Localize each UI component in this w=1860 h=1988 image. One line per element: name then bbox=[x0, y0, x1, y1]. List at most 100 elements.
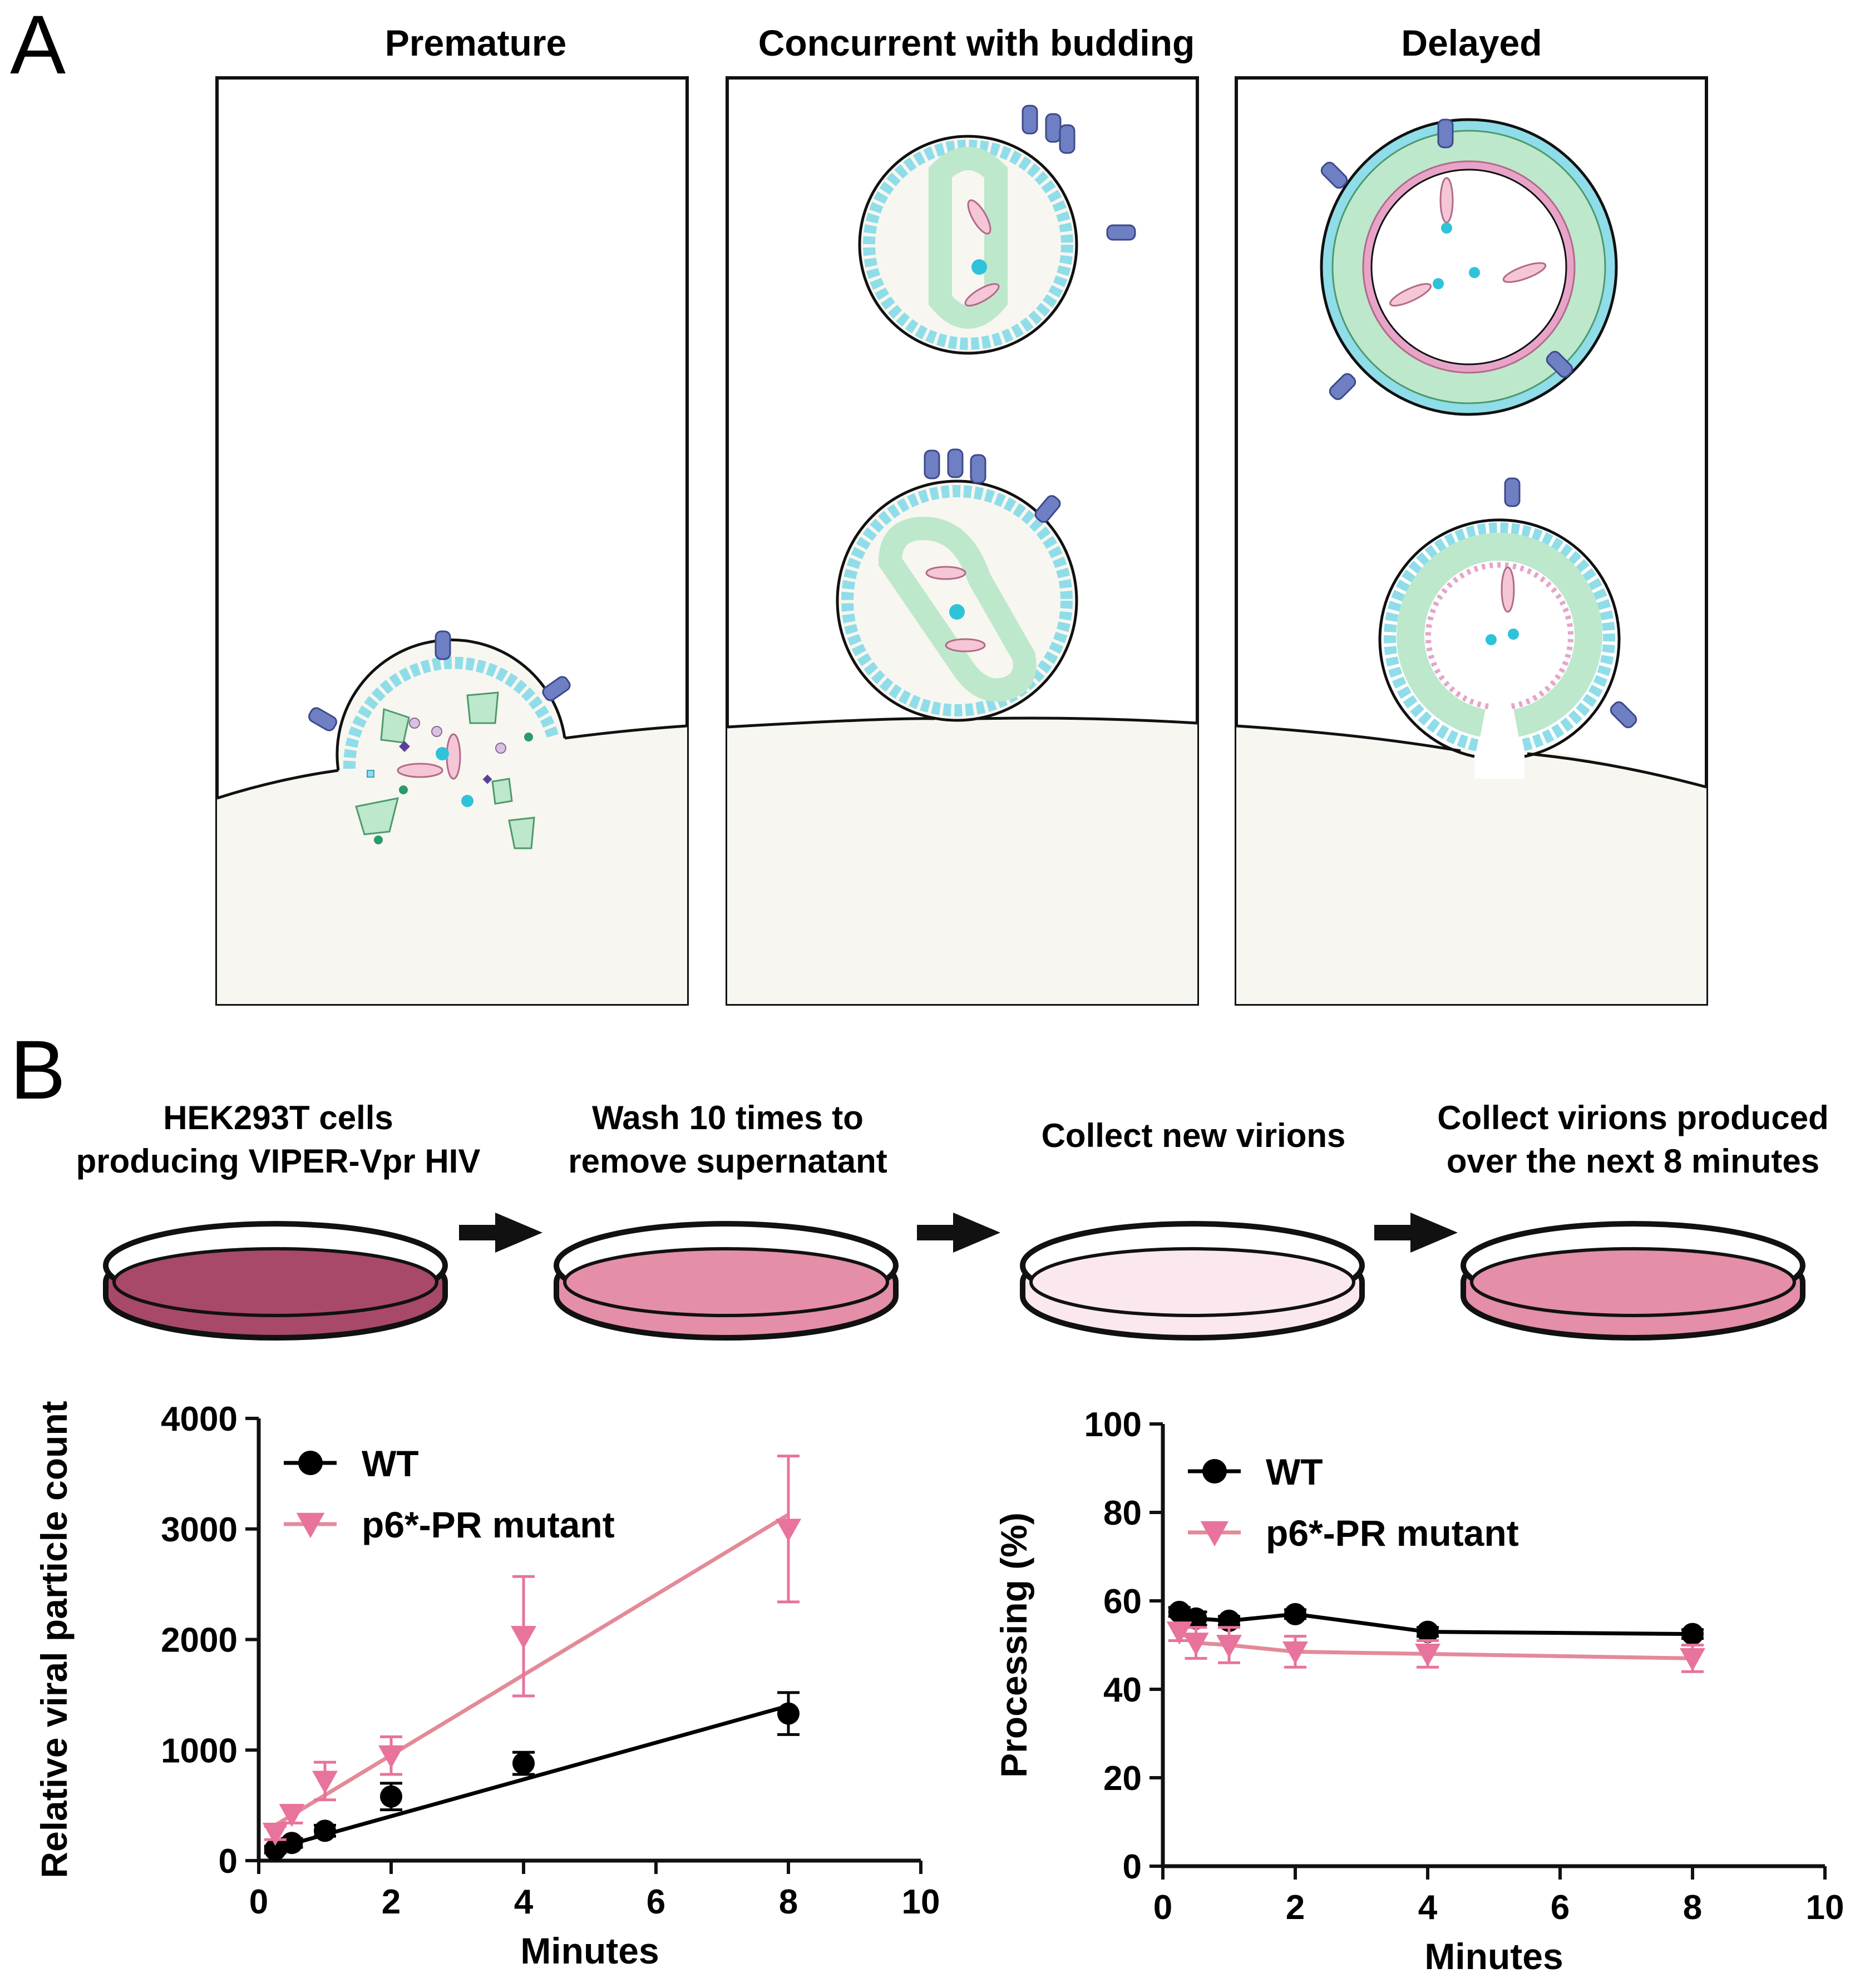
x-tick-label: 8 bbox=[779, 1883, 798, 1921]
x-axis-label: Minutes bbox=[1424, 1936, 1563, 1977]
data-point bbox=[1183, 1633, 1209, 1656]
x-tick-label: 4 bbox=[1418, 1888, 1438, 1927]
arrow-icon bbox=[917, 1213, 1000, 1253]
dish-liquid-1 bbox=[112, 1247, 438, 1317]
x-tick-label: 0 bbox=[249, 1883, 268, 1921]
step-4-line-2: over the next 8 minutes bbox=[1447, 1143, 1819, 1180]
envelope-protein-icon bbox=[1320, 118, 1637, 729]
data-point bbox=[1284, 1603, 1306, 1625]
step-1-line-1: HEK293T cells bbox=[163, 1099, 393, 1136]
data-point bbox=[312, 1771, 338, 1794]
x-tick-label: 0 bbox=[1153, 1888, 1172, 1927]
envelope-protein-icon bbox=[924, 105, 1136, 523]
dish-liquid-3 bbox=[1029, 1247, 1355, 1317]
legend-label: p6*-PR mutant bbox=[362, 1504, 615, 1545]
data-point bbox=[1417, 1620, 1439, 1643]
fit-line bbox=[274, 1704, 789, 1851]
data-point bbox=[1216, 1635, 1242, 1658]
panel-a-letter: A bbox=[10, 0, 66, 91]
data-point bbox=[1680, 1648, 1705, 1671]
gag-lattice-fragments-icon bbox=[355, 691, 535, 849]
step-2-line-2: remove supernatant bbox=[568, 1143, 887, 1180]
legend-item: p6*-PR mutant bbox=[1188, 1512, 1519, 1554]
dish-liquid-2 bbox=[563, 1247, 889, 1317]
y-tick-label: 4000 bbox=[161, 1400, 238, 1438]
x-axis-label: Minutes bbox=[520, 1930, 659, 1971]
step-2-line-1: Wash 10 times to bbox=[592, 1099, 864, 1136]
data-point bbox=[314, 1819, 336, 1842]
step-1-line-2: producing VIPER-Vpr HIV bbox=[76, 1143, 481, 1180]
series-0 bbox=[264, 1691, 800, 1861]
y-axis-label: Processing (%) bbox=[993, 1512, 1034, 1778]
data-point bbox=[279, 1804, 305, 1827]
data-point bbox=[1166, 1621, 1192, 1645]
panel-title-concurrent: Concurrent with budding bbox=[758, 22, 1195, 63]
data-point bbox=[296, 1512, 325, 1539]
x-tick-label: 6 bbox=[1551, 1888, 1570, 1927]
x-tick-label: 6 bbox=[647, 1883, 665, 1921]
data-point bbox=[280, 1832, 303, 1855]
step-4-line-1: Collect virions produced bbox=[1437, 1099, 1828, 1136]
y-tick-label: 2000 bbox=[161, 1621, 238, 1660]
y-tick-label: 0 bbox=[219, 1842, 238, 1881]
panel-title-delayed: Delayed bbox=[1401, 22, 1542, 63]
data-point bbox=[511, 1626, 536, 1649]
data-point bbox=[262, 1822, 288, 1846]
y-tick-label: 1000 bbox=[161, 1732, 238, 1770]
envelope-protein-icon bbox=[308, 630, 571, 731]
data-point bbox=[776, 1519, 801, 1542]
workflow-step-4: Collect virions produced over the next 8… bbox=[1437, 1099, 1829, 1341]
x-tick-label: 8 bbox=[1683, 1888, 1702, 1927]
data-point bbox=[1681, 1623, 1704, 1645]
y-tick-label: 80 bbox=[1103, 1494, 1142, 1532]
y-axis-label: Relative viral particle count bbox=[33, 1401, 75, 1878]
x-tick-label: 10 bbox=[1806, 1888, 1844, 1927]
series-1 bbox=[1166, 1621, 1705, 1673]
x-tick-label: 4 bbox=[514, 1883, 534, 1921]
data-point bbox=[1282, 1641, 1308, 1665]
y-tick-label: 100 bbox=[1084, 1406, 1142, 1444]
data-point bbox=[1415, 1644, 1440, 1667]
legend-label: p6*-PR mutant bbox=[1266, 1512, 1519, 1554]
workflow-step-1: HEK293T cells producing VIPER-Vpr HIV bbox=[76, 1099, 481, 1341]
schematic-premature bbox=[215, 76, 689, 1006]
culture-dish-icon bbox=[554, 1221, 899, 1341]
data-point bbox=[777, 1702, 800, 1725]
dish-liquid-4 bbox=[1470, 1247, 1796, 1317]
legend-item: WT bbox=[1188, 1451, 1323, 1492]
y-tick-label: 3000 bbox=[161, 1511, 238, 1549]
data-point bbox=[380, 1785, 402, 1808]
y-tick-label: 20 bbox=[1103, 1759, 1142, 1798]
culture-dish-icon bbox=[1461, 1221, 1805, 1341]
legend-item: WT bbox=[284, 1443, 419, 1484]
y-tick-label: 0 bbox=[1123, 1848, 1142, 1886]
legend-label: WT bbox=[362, 1443, 419, 1484]
y-tick-label: 40 bbox=[1103, 1671, 1142, 1709]
legend-label: WT bbox=[1266, 1451, 1323, 1492]
panel-b-letter: B bbox=[10, 1023, 66, 1116]
y-tick-label: 60 bbox=[1103, 1583, 1142, 1621]
data-point bbox=[1202, 1459, 1227, 1483]
x-tick-label: 2 bbox=[1286, 1888, 1305, 1927]
x-tick-label: 10 bbox=[902, 1883, 940, 1921]
data-point bbox=[298, 1451, 323, 1475]
schematic-concurrent bbox=[726, 76, 1199, 1006]
panel-title-premature: Premature bbox=[385, 22, 567, 63]
culture-dish-icon bbox=[1020, 1221, 1365, 1341]
data-point bbox=[378, 1745, 404, 1769]
data-point bbox=[512, 1752, 535, 1775]
arrow-icon bbox=[459, 1213, 542, 1253]
series-0 bbox=[1168, 1600, 1704, 1645]
workflow-step-3: Collect new virions bbox=[1020, 1117, 1365, 1341]
arrow-icon bbox=[1374, 1213, 1458, 1253]
x-tick-label: 2 bbox=[382, 1883, 401, 1921]
fit-line bbox=[274, 1512, 790, 1827]
workflow-step-2: Wash 10 times to remove supernatant bbox=[554, 1099, 899, 1341]
series-1 bbox=[262, 1455, 801, 1846]
culture-dish-icon bbox=[103, 1221, 448, 1341]
data-point bbox=[1200, 1521, 1229, 1547]
molecular-components-icon bbox=[367, 718, 533, 844]
